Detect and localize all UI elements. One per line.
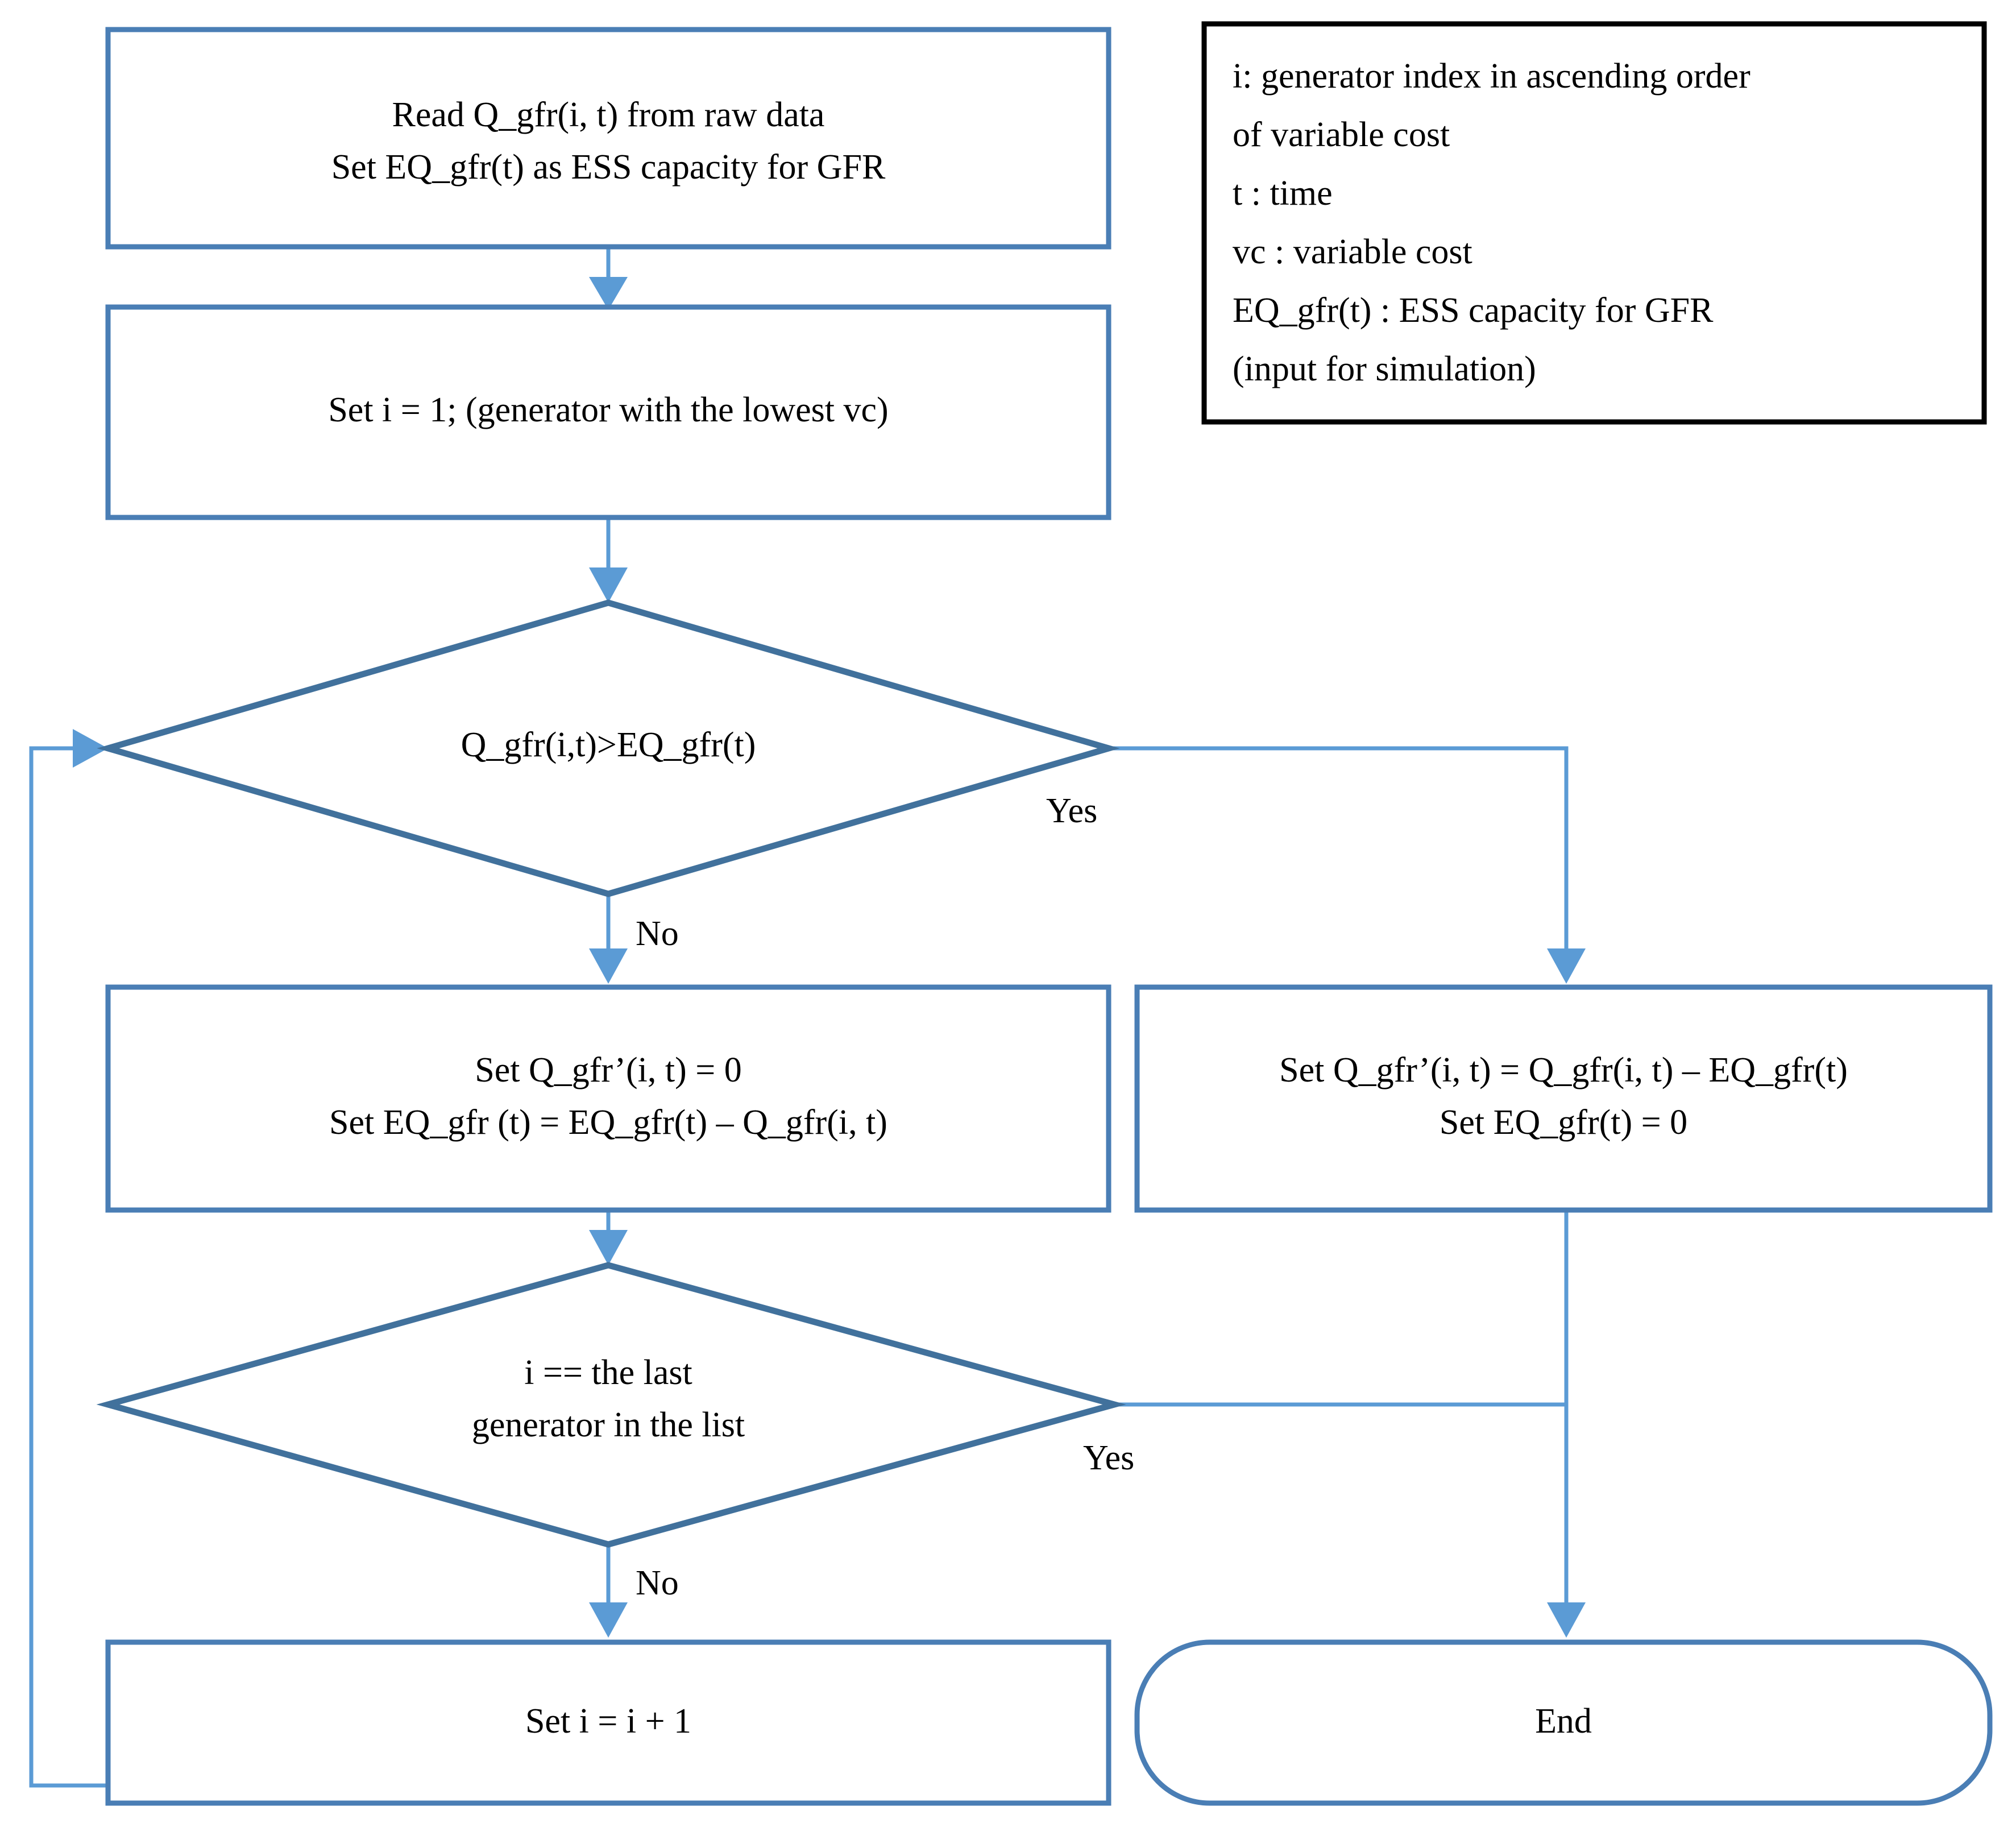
connector-layer [29,247,1586,1788]
connector-process-to-decision-last [589,1210,628,1265]
edge-label-last-no: No [636,1564,679,1602]
connector-last-no [589,1544,628,1638]
node-increment-box[interactable]: Set i = i + 1 [105,1639,1111,1806]
node-end-box[interactable]: End [1134,1639,1993,1806]
decision-capacity-line-1: Q_gfr(i,t)>EQ_gfr(t) [461,726,756,764]
connector-init-to-decision-capacity [589,517,628,603]
start-box-line-2: Set EQ_gfr(t) as ESS capacity for GFR [331,148,886,187]
connector-start-to-init [589,247,628,310]
connector-capacity-yes [1109,746,1586,984]
process-yes-line-1: Set Q_gfr’(i, t) = Q_gfr(i, t) – EQ_gfr(… [1279,1051,1848,1089]
legend-line-4: vc : variable cost [1233,233,1472,271]
end-box-line-1: End [1535,1702,1592,1741]
legend-line-5: EQ_gfr(t) : ESS capacity for GFR [1233,291,1714,330]
node-process-yes-branch[interactable]: Set Q_gfr’(i, t) = Q_gfr(i, t) – EQ_gfr(… [1134,984,1993,1213]
increment-box-line-1: Set i = i + 1 [525,1702,691,1741]
process-no-line-1: Set Q_gfr’(i, t) = 0 [475,1051,741,1089]
process-yes-line-2: Set EQ_gfr(t) = 0 [1440,1103,1687,1142]
edge-label-capacity-yes: Yes [1046,792,1097,830]
edge-label-capacity-no: No [636,914,679,953]
node-start-box[interactable]: Read Q_gfr(i, t) from raw data Set EQ_gf… [105,27,1111,250]
decision-last-line-2: generator in the list [472,1406,745,1444]
legend-line-6: (input for simulation) [1233,350,1536,388]
connector-yes-branch-to-end [1547,1210,1586,1638]
legend-box: i: generator index in ascending order of… [1201,21,1987,425]
node-decision-last-generator[interactable]: i == the last generator in the list [96,1262,1126,1548]
process-no-line-2: Set EQ_gfr (t) = EQ_gfr(t) – Q_gfr(i, t) [329,1103,887,1142]
legend-line-2: of variable cost [1233,115,1450,154]
connector-loop-back [29,729,108,1788]
edge-label-last-yes: Yes [1083,1439,1134,1477]
node-init-box[interactable]: Set i = 1; (generator with the lowest vc… [105,304,1111,520]
connector-capacity-no [589,894,628,984]
legend-line-1: i: generator index in ascending order [1233,57,1750,96]
init-box-line-1: Set i = 1; (generator with the lowest vc… [328,391,888,429]
node-process-no-branch[interactable]: Set Q_gfr’(i, t) = 0 Set EQ_gfr (t) = EQ… [105,984,1111,1213]
node-decision-capacity[interactable]: Q_gfr(i,t)>EQ_gfr(t) [97,599,1120,897]
start-box-line-1: Read Q_gfr(i, t) from raw data [392,96,825,134]
legend-line-3: t : time [1233,174,1333,213]
decision-last-line-1: i == the last [524,1353,692,1392]
